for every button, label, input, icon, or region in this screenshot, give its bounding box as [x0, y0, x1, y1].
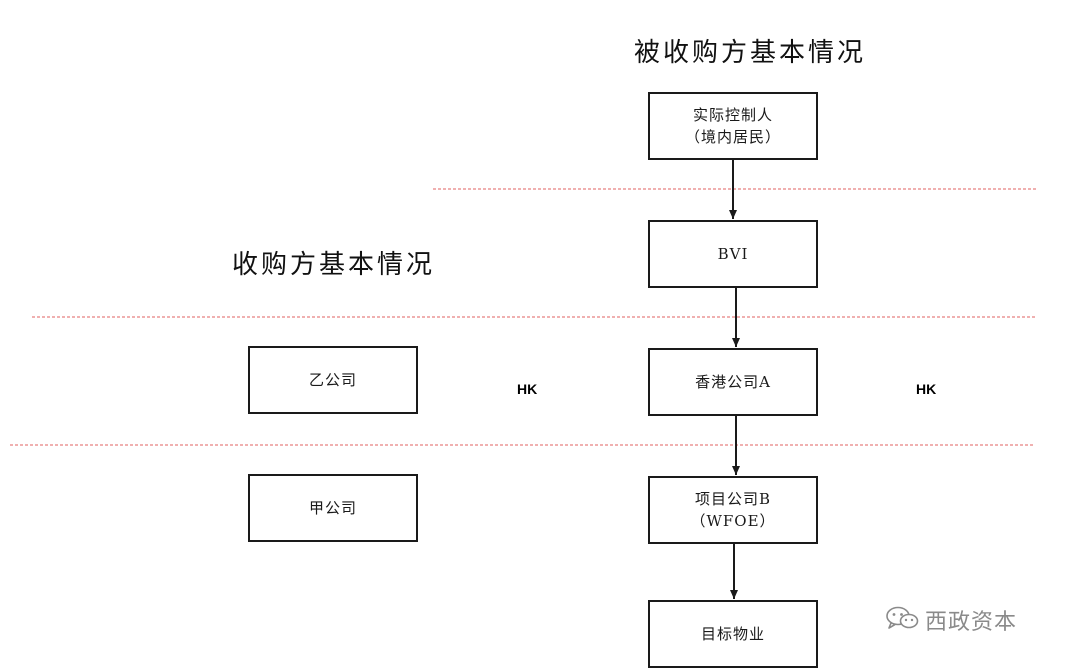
bvi-box: BVI	[648, 220, 818, 288]
project-company-b-box: 项目公司B （WFOE）	[648, 476, 818, 544]
project-company-b-label: 项目公司B	[694, 490, 772, 508]
company-jia-label: 甲公司	[308, 499, 357, 517]
jurisdiction-label-right: HK	[916, 381, 937, 397]
jurisdiction-label-left: HK	[517, 381, 538, 397]
project-company-b-sublabel: （WFOE）	[690, 512, 776, 530]
actual-controller-box: 实际控制人 （境内居民）	[648, 92, 818, 160]
hk-company-a-box: 香港公司A	[648, 348, 818, 416]
hk-company-a-label: 香港公司A	[695, 373, 771, 391]
target-heading: 被收购方基本情况	[634, 38, 867, 68]
actual-controller-label: 实际控制人	[692, 106, 773, 124]
company-jia-box: 甲公司	[248, 474, 418, 542]
watermark-text: 西政资本	[925, 610, 1018, 635]
bvi-label: BVI	[717, 245, 749, 263]
acquirer-heading: 收购方基本情况	[232, 250, 436, 280]
wechat-icon	[885, 605, 919, 635]
company-yi-label: 乙公司	[308, 371, 357, 389]
watermark: 西政资本	[885, 604, 1017, 636]
target-property-box: 目标物业	[648, 600, 818, 668]
actual-controller-sublabel: （境内居民）	[684, 128, 781, 146]
company-yi-box: 乙公司	[248, 346, 418, 414]
target-property-label: 目标物业	[700, 625, 765, 643]
